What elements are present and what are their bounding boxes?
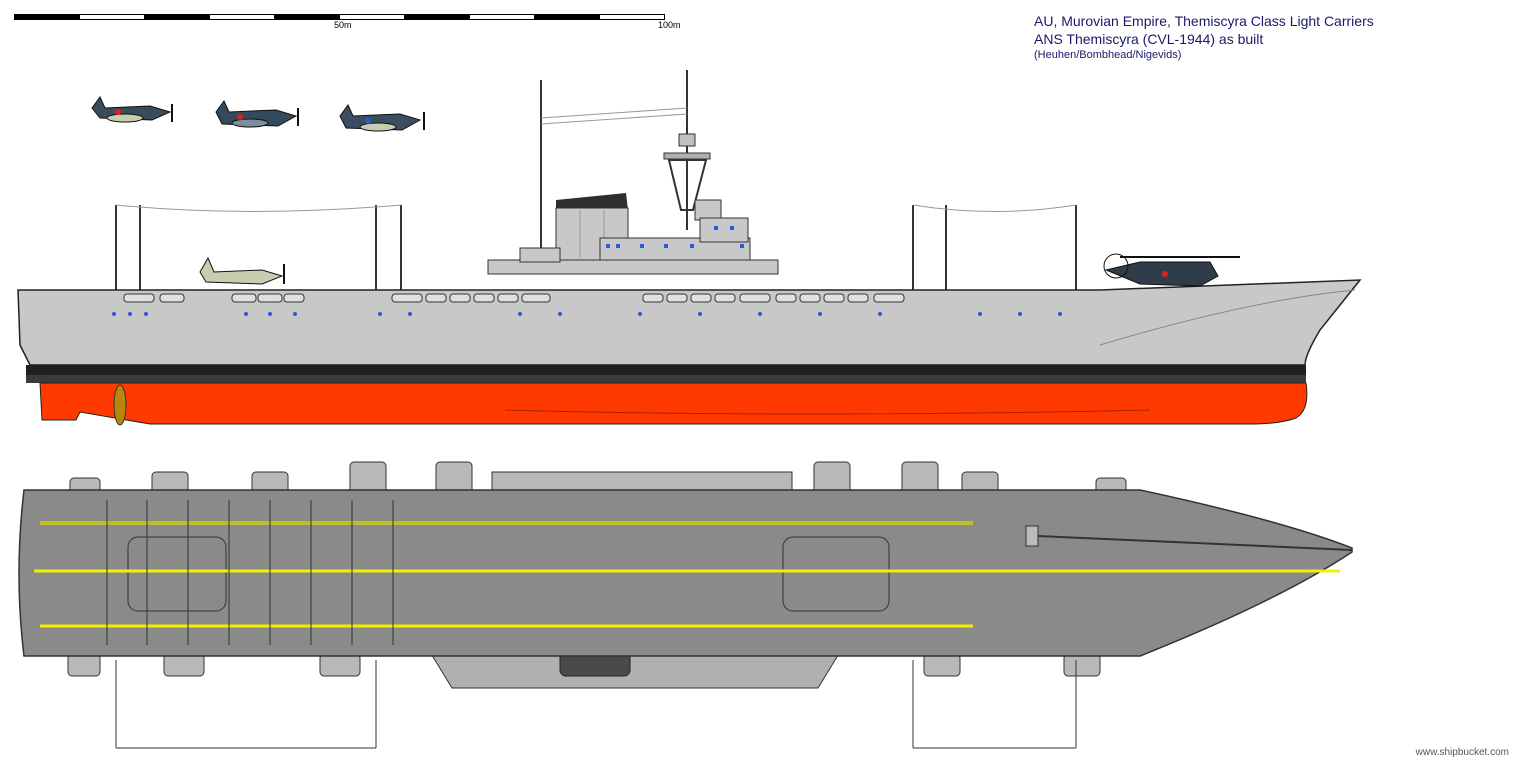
island-superstructure (487, 217, 779, 275)
scale-label-100m: 100m (658, 20, 681, 30)
ship-name: ANS Themiscyra (CVL-1944) as built (1034, 31, 1264, 47)
website-credit: www.shipbucket.com (1415, 747, 1509, 758)
radio-wires (115, 107, 1077, 212)
scale-label-50m: 50m (334, 20, 352, 30)
masts (115, 70, 1077, 290)
plan-view (18, 461, 1353, 749)
propeller-icon (113, 384, 127, 426)
aircraft-2-icon (215, 100, 299, 128)
island-windows (606, 226, 744, 248)
deck-aircraft-icon (199, 256, 285, 285)
title-block: AU, Murovian Empire, Themiscyra Class Li… (1034, 12, 1374, 63)
aircraft-1-icon (91, 96, 173, 123)
helicopter-icon (1103, 253, 1240, 287)
funnel (555, 193, 629, 261)
portholes (112, 312, 1062, 316)
hull-profile (17, 279, 1362, 425)
artist-credits: (Heuhen/Bombhead/Nigevids) (1034, 49, 1182, 61)
aircraft-3-icon (339, 104, 425, 132)
gallery-boats (123, 293, 905, 303)
drawing-title: AU, Murovian Empire, Themiscyra Class Li… (1034, 13, 1374, 29)
scale-bar (14, 14, 670, 20)
